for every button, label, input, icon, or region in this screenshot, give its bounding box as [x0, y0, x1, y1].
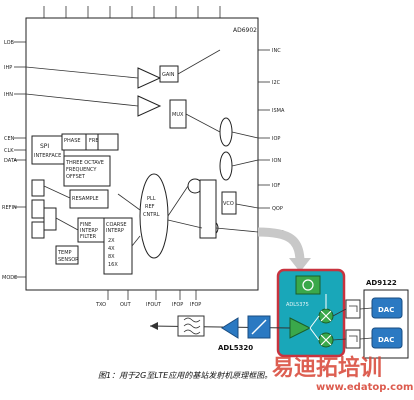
x2-block-a: [31, 179, 45, 197]
bottom-pins: TXO OUT IFOUT IFOP IFOP: [95, 290, 201, 308]
filter-q: [345, 329, 361, 349]
watermark-url: www.edatop.com: [316, 382, 413, 393]
freq-label: FREQ: [89, 138, 103, 144]
pin-inc: INC: [272, 48, 281, 54]
chip-label: AD6902: [233, 27, 257, 34]
pin-txo: TXO: [95, 302, 106, 308]
iq-stack: [199, 179, 217, 239]
pin-qop: QOP: [272, 206, 283, 212]
ad9122-label: AD9122: [366, 279, 397, 287]
modulator-label: ADL5375: [286, 302, 309, 308]
dac-1-label: DAC: [378, 306, 394, 314]
left-pins: LOB IHP IHN CEN CLK DATA REFIN MODE: [2, 40, 26, 281]
temp-1: TEMP: [57, 250, 72, 256]
figure-caption: 图1：用于2G至LTE应用的基站发射机原理框图。: [98, 371, 272, 380]
mixer-i-cross: [320, 310, 332, 322]
mux-block-left: [43, 207, 57, 231]
mixer-q-cross: [320, 334, 332, 346]
pin-iop: IOP: [272, 136, 280, 142]
temp-2: SENSOR: [58, 257, 79, 263]
coarse-2: INTERP: [106, 228, 124, 234]
pin-ihp: IHP: [4, 65, 12, 71]
pll-2: REF: [145, 204, 155, 210]
pin-mode: MODE: [2, 275, 17, 281]
vco-block: [221, 191, 237, 215]
pin-clk: CLK: [4, 148, 14, 154]
x2-block-b: [31, 199, 45, 219]
fine-interp-3: FILTER: [80, 234, 97, 240]
fine-interp-block: [77, 217, 107, 243]
watermark-logo: 易迪拓培训: [272, 355, 382, 381]
spi-label-line1: SPI: [40, 143, 49, 150]
mixer-small-block: [97, 133, 119, 151]
pin-data: DATA: [4, 158, 17, 164]
phase-label: PHASE: [64, 138, 81, 144]
grey-arrow-shaft: [257, 227, 305, 263]
pin-cen: CEN: [4, 136, 15, 142]
lo-icon: [302, 279, 314, 291]
dds-label-1: THREE OCTAVE: [65, 160, 104, 166]
coarse-4: 4X: [108, 246, 115, 252]
pin-ifop-1: IFOP: [172, 302, 183, 308]
coarse-3: 2X: [108, 238, 115, 244]
spi-interface-block: [31, 135, 65, 165]
lo-ellipse-1: [219, 117, 233, 147]
pll-3: CNTRL: [143, 212, 160, 218]
rf-filter-box: [177, 315, 205, 337]
pin-ifop-2: IFOP: [190, 302, 201, 308]
top-pins: [43, 6, 221, 18]
pin-ihn: IHN: [4, 92, 13, 98]
pin-iof: IOF: [272, 183, 280, 189]
grey-arrow-head: [289, 258, 311, 272]
gain-label: GAIN: [162, 72, 175, 78]
coarse-interp-block: [103, 217, 133, 275]
fine-interp-1: FINE: [80, 222, 91, 228]
dds-label-3: OFFSET: [66, 174, 86, 180]
pin-refin: REFIN: [2, 205, 17, 211]
pin-out: OUT: [120, 302, 132, 308]
coarse-6: 16X: [108, 262, 118, 268]
adl5320-amp: [221, 317, 239, 339]
resample-block: [69, 189, 109, 209]
dac-2-label: DAC: [378, 336, 394, 344]
signal-lines: [25, 49, 259, 247]
coarse-5: 8X: [108, 254, 115, 260]
fine-interp-2: INTERP: [80, 228, 98, 234]
right-pins: INC I2C ISMA IOP ION IOF QOP QON: [258, 48, 285, 236]
ad9002-chip-outline: [25, 17, 259, 291]
dds-label-2: FREQUENCY: [66, 167, 97, 173]
temp-sensor-block: [55, 245, 79, 265]
resample-label: RESAMPLE: [72, 196, 99, 202]
pll-1: PLL: [147, 196, 156, 202]
mux-label: MUX: [172, 112, 184, 118]
dds-block: [63, 155, 111, 187]
pin-ifout: IFOUT: [146, 302, 162, 308]
rf-arrow-head: [150, 322, 158, 330]
filter-i: [345, 299, 361, 319]
spi-label-line2: INTERFACE: [34, 153, 61, 159]
vco-label: VCO: [223, 201, 234, 207]
pin-lob: LOB: [4, 40, 15, 46]
pin-isma: ISMA: [272, 108, 285, 114]
coarse-1: COARSE: [106, 222, 127, 228]
pin-i2c: I2C: [272, 80, 281, 86]
x2-block-c: [31, 221, 45, 239]
adl5320-label: ADL5320: [218, 344, 253, 352]
lo-ellipse-2: [219, 151, 233, 181]
lo-block: [295, 275, 321, 295]
pin-ion: ION: [272, 158, 281, 164]
